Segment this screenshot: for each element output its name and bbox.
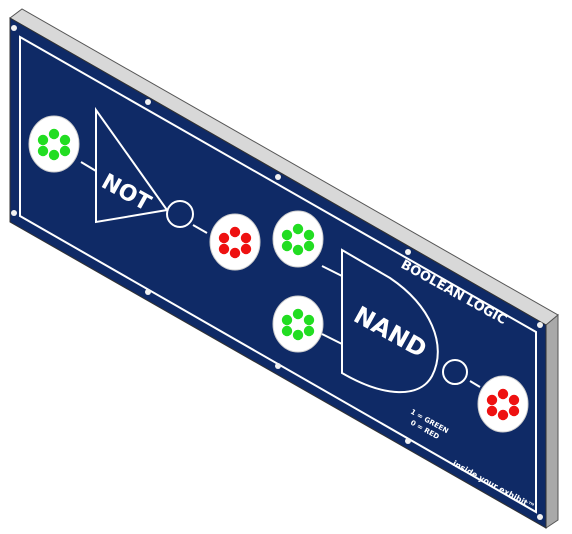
led-dot <box>486 394 498 406</box>
light-not-input <box>28 115 80 173</box>
screw <box>275 174 281 180</box>
wire-nand-input-b <box>321 333 343 345</box>
nand-gate-bubble <box>442 359 468 385</box>
panel-inner-border <box>19 35 537 514</box>
led-dot <box>240 243 252 255</box>
led-dot <box>292 223 304 235</box>
led-dot <box>508 405 520 417</box>
panel-edge-right <box>545 313 559 529</box>
light-housing <box>272 210 324 268</box>
led-dot <box>303 314 315 326</box>
led-dot <box>303 229 315 241</box>
light-nand-output <box>477 375 529 433</box>
led-dot <box>59 134 71 146</box>
light-not-output <box>209 213 261 271</box>
nand-gate-body <box>341 248 439 394</box>
screw <box>11 210 17 216</box>
led-dot <box>229 226 241 238</box>
screw <box>537 514 543 520</box>
led-dot <box>48 128 60 140</box>
screw <box>145 289 151 295</box>
screw <box>405 438 411 444</box>
led-dot <box>292 244 304 256</box>
wire-not-input <box>80 161 97 172</box>
led-dot <box>486 405 498 417</box>
screw <box>275 363 281 369</box>
led-dot <box>240 232 252 244</box>
screw <box>405 249 411 255</box>
led-dot <box>292 308 304 320</box>
light-nand-input-b <box>272 295 324 353</box>
led-dot <box>508 394 520 406</box>
light-nand-input-a <box>272 210 324 268</box>
wire-nand-output <box>469 380 481 388</box>
led-dot <box>281 325 293 337</box>
led-dot <box>303 240 315 252</box>
led-dot <box>48 149 60 161</box>
led-dot <box>59 145 71 157</box>
led-dot <box>281 240 293 252</box>
led-dot <box>497 388 509 400</box>
wire-not-output <box>192 224 208 234</box>
light-housing <box>477 375 529 433</box>
led-dot <box>229 247 241 259</box>
panel-screws <box>11 25 543 520</box>
light-indicators <box>28 115 529 433</box>
panel-face <box>9 17 547 529</box>
screw <box>11 25 17 31</box>
led-dot <box>292 329 304 341</box>
led-dot <box>218 243 230 255</box>
wires <box>80 161 481 388</box>
led-dot <box>37 145 49 157</box>
light-housing <box>28 115 80 173</box>
led-dot <box>218 232 230 244</box>
light-housing <box>209 213 261 271</box>
led-dot <box>281 229 293 241</box>
screw <box>145 99 151 105</box>
not-gate-body <box>95 106 169 224</box>
led-dot <box>497 409 509 421</box>
screw <box>537 322 543 328</box>
light-housing <box>272 295 324 353</box>
not-gate-bubble <box>166 200 194 228</box>
led-dot <box>303 325 315 337</box>
led-dot <box>281 314 293 326</box>
wire-nand-input-a <box>321 265 343 277</box>
led-dot <box>37 134 49 146</box>
